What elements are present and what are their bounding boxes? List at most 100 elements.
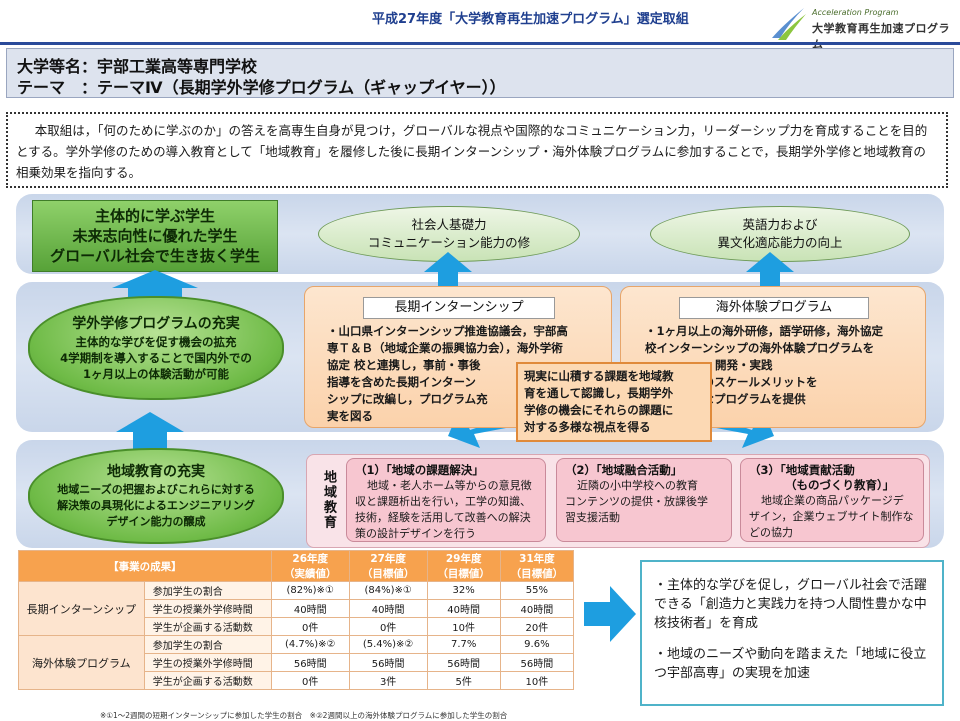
card-title: （ものづくり教育）」 [785, 478, 895, 492]
overseas-title: 海外体験プログラム [679, 297, 869, 319]
cloud-line: 解決策の具現化によるエンジニアリング [57, 499, 255, 512]
table-row: 長期インターンシップ 参加学生の割合 (82%)※① (84%)※① 32% 5… [18, 581, 575, 636]
metric-cell: 学生が企画する活動数 [143, 671, 272, 690]
card-line: 策の設計デザインを行う [355, 527, 476, 540]
internship-line: 協定 校と連携し，事前・事後 [327, 358, 481, 372]
card-title: （3）「地域貢献活動 [749, 463, 855, 477]
theme-line: テーマ ：テーマⅣ（長期学外学修プログラム（ギャップイヤー）） [17, 78, 506, 97]
value-cell: 20件 [499, 617, 575, 636]
value-cell: (5.4%)※② [348, 635, 428, 654]
cloud-line: 1ヶ月以上の体験活動が可能 [82, 367, 229, 381]
table-footnote: ※①1〜2週間の短期インターンシップに参加した学生の割合 ※②2週間以上の海外体… [100, 711, 508, 720]
cloud-line: 主体的な学びを促す機会の拡充 [75, 335, 237, 349]
ellipse-line: 社会人基礎力 [411, 217, 487, 232]
header-rule [0, 42, 960, 45]
value-cell: 9.6% [499, 635, 575, 654]
table-row: 海外体験プログラム 参加学生の割合 (4.7%)※② (5.4%)※② 7.7%… [18, 635, 575, 690]
value-cell: 56時間 [270, 653, 350, 672]
value-cell: 40時間 [270, 599, 350, 618]
table-row: 学生が企画する活動数 0件 3件 5件 10件 [19, 671, 575, 690]
arrow-right-icon [584, 586, 636, 642]
center-issue-box: 現実に山積する課題を地域教 育を通して認識し，長期学外 学修の機会にそれらの課題… [516, 362, 712, 442]
center-line: 育を通して認識し，長期学外 [524, 386, 674, 400]
goal-line: 主体的に学ぶ学生 [94, 207, 215, 225]
regional-card-3: （3）「地域貢献活動 （ものづくり教育）」 地域企業の商品パッケージデ ザイン，… [740, 458, 924, 542]
result-item: ・地域のニーズや動向を踏まえた「地域に役立つ宇部高専」の実現を加速 [654, 647, 927, 681]
value-cell: 0件 [348, 617, 428, 636]
internship-line: 実を図る [327, 409, 373, 423]
internship-line: ・山口県インターンシップ推進協議会，宇部高 [327, 324, 568, 338]
arrow-up-icon [424, 252, 472, 286]
card-line: 近隣の小中学校への教育 [577, 479, 698, 492]
value-cell: (4.7%)※② [270, 635, 350, 654]
university-name: 大学等名：宇部工業高等専門学校 [17, 57, 258, 76]
value-cell: 32% [426, 581, 501, 600]
goal-line: 未来志向性に優れた学生 [72, 227, 238, 245]
arrow-up-icon [112, 270, 198, 298]
card-line: どの協力 [749, 526, 793, 539]
regional-card-2: （2）「地域融合活動」 近隣の小中学校への教育 コンテンツの提供・放課後学 習支… [556, 458, 732, 542]
cloud-regional-education: 地域教育の充実 地域ニーズの把握およびこれらに対する 解決策の具現化によるエンジ… [28, 448, 284, 544]
cloud-title: 地域教育の充実 [107, 464, 205, 480]
card-line: 技術，経験を活用して改善への解決 [355, 511, 531, 524]
metric-cell: 学生の授業外学修時間 [143, 653, 272, 672]
cloud-line: デザイン能力の醸成 [106, 515, 206, 528]
value-cell: 40時間 [499, 599, 575, 618]
value-cell: 0件 [270, 671, 350, 690]
goal-box: 主体的に学ぶ学生 未来志向性に優れた学生 グローバル社会で生き抜く学生 [32, 200, 278, 272]
abstract-text: 本取組は，「何のために学ぶのか」の答えを高専生自身が見つけ，グローバルな視点や国… [6, 112, 948, 188]
ellipse-line: コミュニケーション能力の修 [367, 235, 531, 250]
value-cell: 56時間 [499, 653, 575, 672]
internship-title: 長期インターンシップ [363, 297, 555, 319]
university-box: 大学等名：宇部工業高等専門学校 テーマ ：テーマⅣ（長期学外学修プログラム（ギャ… [6, 48, 954, 98]
year-header: 26年度（実績値） [270, 550, 350, 582]
table-row: 学生の授業外学修時間 56時間 56時間 56時間 56時間 [19, 653, 575, 672]
result-item: ・主体的な学びを促し，グローバル社会で活躍できる「創造力と実践力を持つ人間性豊か… [654, 578, 927, 631]
cloud-line: 地域ニーズの把握およびこれらに対する [57, 483, 255, 496]
metric-cell: 参加学生の割合 [143, 581, 272, 600]
card-line: コンテンツの提供・放課後学 [565, 495, 708, 508]
overseas-line: ・1ヶ月以上の海外研修，語学研修，海外協定 [645, 324, 883, 338]
card-line: ザイン，企業ウェブサイト制作な [749, 510, 914, 523]
metric-cell: 参加学生の割合 [143, 635, 272, 654]
arrow-up-icon [746, 252, 794, 286]
header-title: 平成27年度「大学教育再生加速プログラム」選定取組 [372, 12, 689, 27]
ellipse-line: 英語力および [742, 217, 818, 232]
center-line: 対する多様な視点を得る [524, 420, 651, 434]
value-cell: (84%)※① [348, 581, 428, 600]
card-line: 収と課題析出を行い，工学の知識、 [355, 495, 531, 508]
value-cell: 5件 [426, 671, 501, 690]
swoosh-icon [772, 8, 806, 40]
ellipse-english-skills: 英語力および 異文化適応能力の向上 [650, 206, 910, 262]
table-row: 学生の授業外学修時間 40時間 40時間 40時間 40時間 [19, 599, 575, 618]
internship-line: 指導を含めた長期インターン [327, 375, 476, 389]
arrow-up-icon [116, 412, 184, 452]
year-header: 29年度（目標値） [426, 550, 501, 582]
regional-label: 地域教育 [321, 470, 336, 530]
metric-cell: 学生の授業外学修時間 [143, 599, 272, 618]
metric-cell: 学生が企画する活動数 [143, 617, 272, 636]
category-cell: 長期インターンシップ [18, 581, 145, 636]
ellipse-social-skills: 社会人基礎力 コミュニケーション能力の修 [318, 206, 580, 262]
card-line: 地域・老人ホーム等からの意見徴 [367, 479, 532, 492]
card-title: （1）「地域の課題解決」 [355, 463, 484, 477]
internship-text: ・山口県インターンシップ推進協議会，宇部高 専Ｔ＆Ｂ（地域企業の振興協力会），海… [327, 323, 609, 425]
cloud-title: 学外学修プログラムの充実 [72, 316, 240, 332]
regional-card-1: （1）「地域の課題解決」 地域・老人ホーム等からの意見徴 収と課題析出を行い，工… [346, 458, 546, 542]
category-cell: 海外体験プログラム [18, 635, 145, 690]
value-cell: 40時間 [426, 599, 501, 618]
ellipse-line: 異文化適応能力の向上 [717, 235, 843, 250]
center-line: 現実に山積する課題を地域教 [524, 369, 674, 383]
internship-line: 専Ｔ＆Ｂ（地域企業の振興協力会），海外学術 [327, 341, 563, 355]
center-line: 学修の機会にそれらの課題に [524, 403, 674, 417]
year-header: 31年度（目標値） [499, 550, 575, 582]
value-cell: 55% [499, 581, 575, 600]
overseas-line: 開発・実践 [715, 358, 773, 372]
value-cell: 40時間 [348, 599, 428, 618]
outcomes-table: 【事業の成果】 26年度（実績値） 27年度（目標値） 29年度（目標値） 31… [18, 550, 575, 690]
logo-subtitle: Acceleration Program [812, 8, 899, 17]
value-cell: 56時間 [348, 653, 428, 672]
value-cell: 10件 [499, 671, 575, 690]
card-line: 地域企業の商品パッケージデ [761, 494, 904, 507]
